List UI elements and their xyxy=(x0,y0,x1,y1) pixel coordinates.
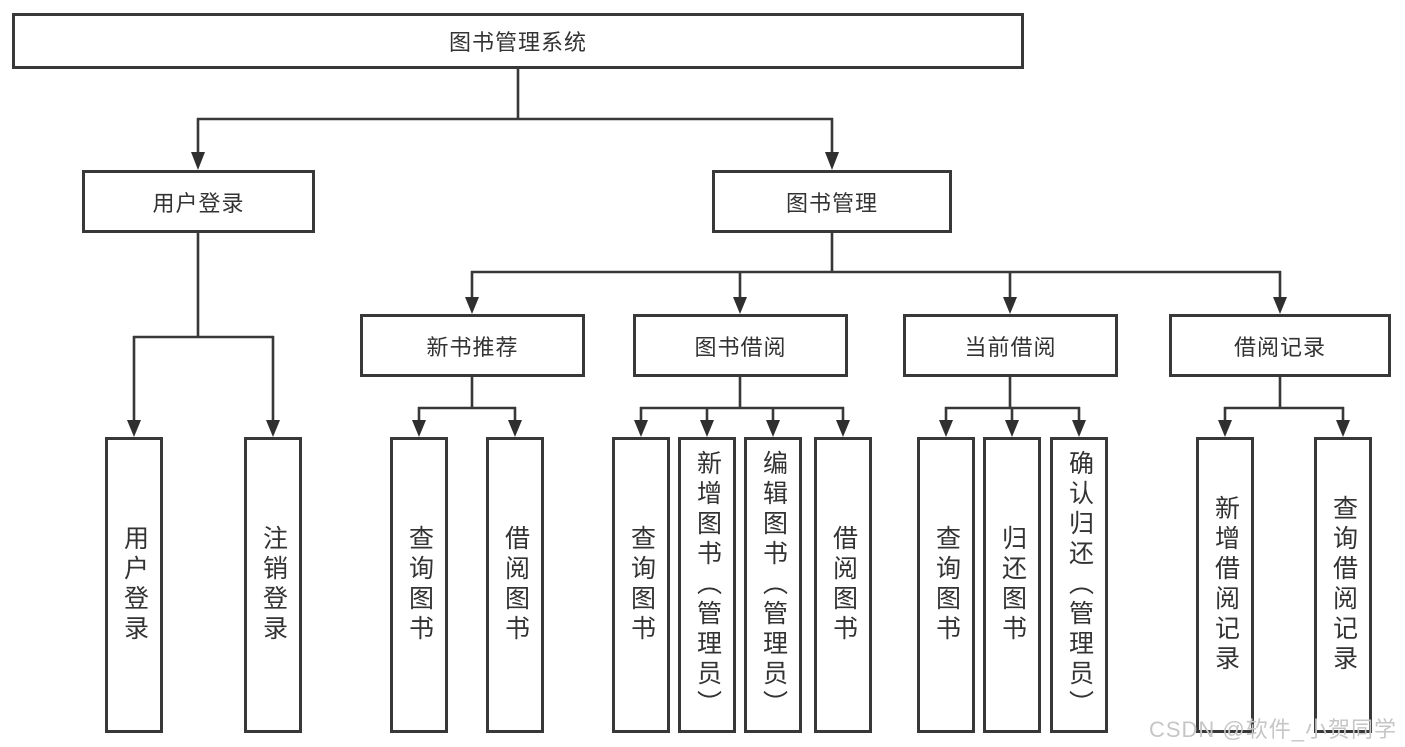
connector-login-to-leaves xyxy=(132,232,275,423)
node-label: 编辑图书（管理员） xyxy=(759,450,788,720)
node-label: 借阅图书 xyxy=(829,525,858,645)
leaf-query-books-borrowing: 查询图书 xyxy=(612,437,670,733)
node-label: 图书管理 xyxy=(785,190,878,216)
node-label: 查询图书 xyxy=(932,525,961,645)
connector-records-to-leaves xyxy=(1223,376,1345,423)
node-label: 图书管理系统 xyxy=(448,30,587,55)
node-label: 注销登录 xyxy=(259,525,288,645)
leaf-logout: 注销登录 xyxy=(244,437,302,733)
node-current-borrowing: 当前借阅 xyxy=(903,314,1118,377)
node-label: 图书借阅 xyxy=(694,334,787,360)
node-book-borrowing: 图书借阅 xyxy=(633,314,848,377)
node-label: 借阅图书 xyxy=(501,525,530,645)
node-label: 归还图书 xyxy=(998,525,1027,645)
connector-current-to-leaves xyxy=(944,376,1081,423)
node-borrowing-records: 借阅记录 xyxy=(1169,314,1391,377)
arrow-icon xyxy=(1336,420,1350,437)
node-label: 新书推荐 xyxy=(426,334,519,360)
node-label: 新增图书（管理员） xyxy=(693,450,722,720)
arrow-icon xyxy=(127,420,141,437)
node-label: 当前借阅 xyxy=(964,334,1057,360)
arrow-icon xyxy=(1003,297,1017,314)
node-new-book-recommendation: 新书推荐 xyxy=(360,314,585,377)
arrow-icon xyxy=(266,420,280,437)
node-label: 用户登录 xyxy=(152,190,245,216)
arrow-icon xyxy=(1072,420,1086,437)
node-label: 新增借阅记录 xyxy=(1211,495,1240,675)
arrow-icon xyxy=(836,420,850,437)
leaf-borrow-books-recommend: 借阅图书 xyxy=(486,437,544,733)
arrow-icon xyxy=(508,420,522,437)
arrow-icon xyxy=(700,420,714,437)
node-library-management-system: 图书管理系统 xyxy=(12,13,1024,69)
leaf-borrow-books: 借阅图书 xyxy=(814,437,872,733)
connector-borrow-to-leaves xyxy=(639,376,845,423)
leaf-user-login: 用户登录 xyxy=(105,437,163,733)
leaf-add-books-admin: 新增图书（管理员） xyxy=(678,437,736,733)
leaf-return-books: 归还图书 xyxy=(983,437,1041,733)
connector-rec-to-leaves xyxy=(417,376,517,423)
node-label: 查询图书 xyxy=(627,525,656,645)
leaf-query-borrow-record: 查询借阅记录 xyxy=(1314,437,1372,733)
arrow-icon xyxy=(634,420,648,437)
leaf-add-borrow-record: 新增借阅记录 xyxy=(1196,437,1254,733)
leaf-query-books-current: 查询图书 xyxy=(917,437,975,733)
node-label: 查询借阅记录 xyxy=(1329,495,1358,675)
arrow-icon xyxy=(733,297,747,314)
arrow-icon xyxy=(412,420,426,437)
leaf-edit-books-admin: 编辑图书（管理员） xyxy=(744,437,802,733)
arrow-icon xyxy=(465,297,479,314)
connector-root-to-level2 xyxy=(196,68,834,156)
leaf-confirm-return-admin: 确认归还（管理员） xyxy=(1050,437,1108,733)
csdn-watermark: CSDN @软件_小贺同学 xyxy=(1148,717,1397,742)
arrow-icon xyxy=(1005,420,1019,437)
node-label: 确认归还（管理员） xyxy=(1065,450,1094,720)
arrow-icon xyxy=(939,420,953,437)
arrow-icon xyxy=(191,152,205,170)
node-book-management-branch: 图书管理 xyxy=(712,170,952,233)
arrow-icon xyxy=(825,152,839,170)
arrow-icon xyxy=(1273,297,1287,314)
node-label: 借阅记录 xyxy=(1233,334,1326,360)
leaf-query-books-recommend: 查询图书 xyxy=(390,437,448,733)
connector-mgmt-to-level3 xyxy=(470,232,1282,300)
arrow-icon xyxy=(766,420,780,437)
node-label: 用户登录 xyxy=(120,525,149,645)
node-user-login-branch: 用户登录 xyxy=(82,170,315,233)
node-label: 查询图书 xyxy=(405,525,434,645)
arrow-icon xyxy=(1218,420,1232,437)
